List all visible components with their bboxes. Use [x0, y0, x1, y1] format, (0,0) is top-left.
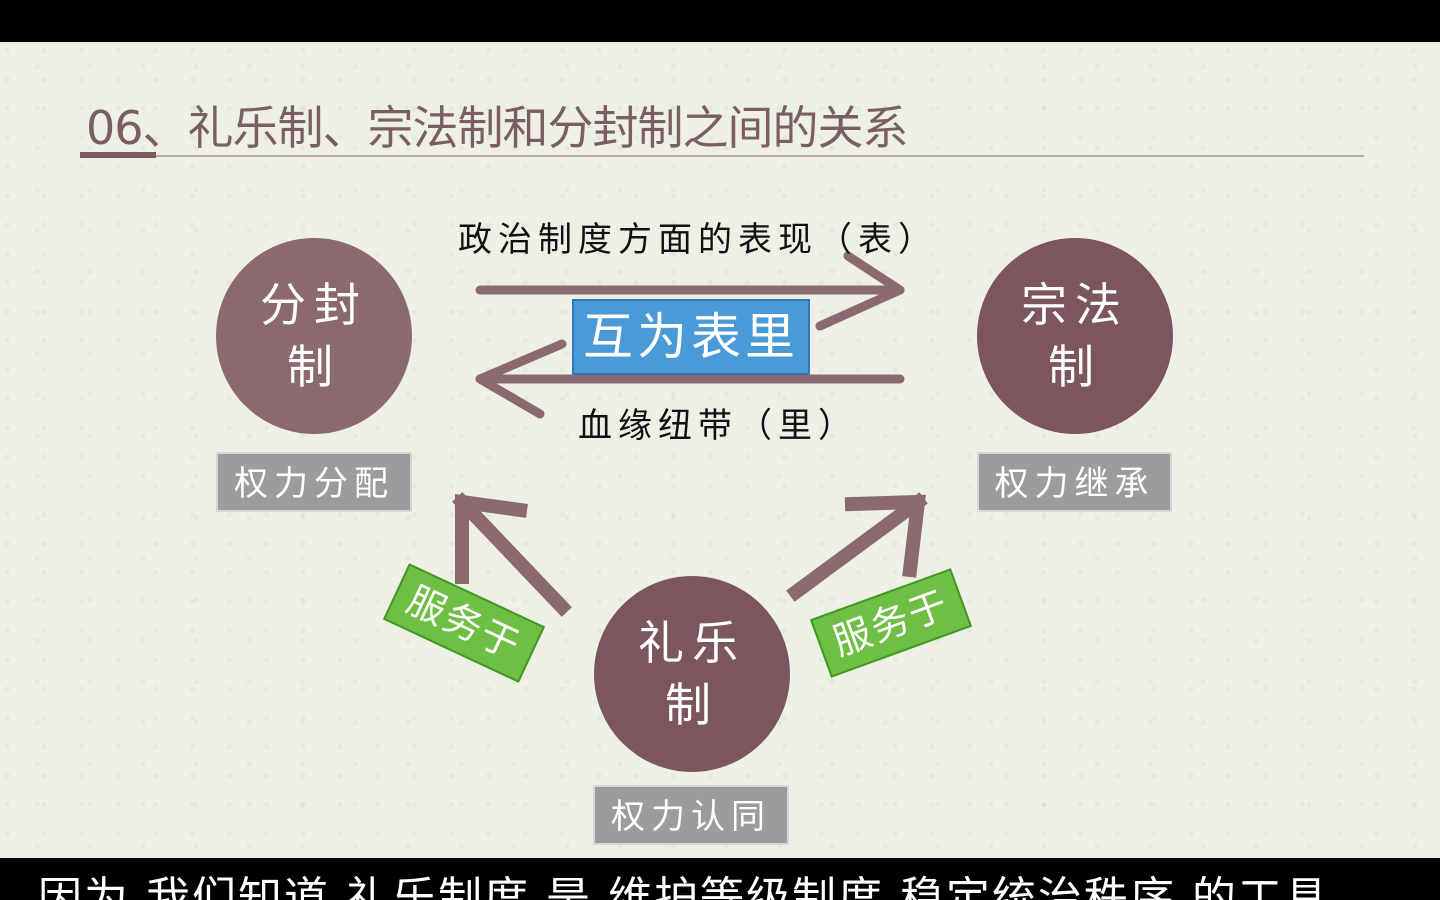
tag-power-recognition: 权力认同 — [593, 785, 789, 845]
arrow-right-top — [475, 251, 905, 331]
top-arrow-label: 政治制度方面的表现（表） — [458, 220, 938, 260]
top-black-bar — [0, 0, 1440, 42]
node-fenfeng-text: 分封制 — [260, 278, 368, 394]
arrow-left-bottom — [475, 339, 905, 419]
slide: 06、礼乐制、宗法制和分封制之间的关系 政治制度方面的表现（表） 互为表里 血缘… — [0, 42, 1440, 858]
arrows-layer — [452, 251, 928, 617]
video-subtitle-bar: 因为 我们知道 礼乐制度 是 维护等级制度 稳定统治秩序 的工具 — [0, 858, 1440, 900]
node-zongfa: 宗法制 — [977, 238, 1173, 434]
bottom-arrow-label: 血缘纽带（里） — [578, 406, 858, 446]
node-zongfa-text: 宗法制 — [1021, 278, 1129, 394]
node-liyue-text: 礼乐制 — [638, 616, 746, 732]
title-accent-bar — [80, 152, 156, 158]
tag-power-distribution: 权力分配 — [216, 452, 412, 512]
slide-title: 06、礼乐制、宗法制和分封制之间的关系 — [86, 101, 909, 155]
center-label-box: 互为表里 — [572, 299, 810, 375]
subtitle-text: 因为 我们知道 礼乐制度 是 维护等级制度 稳定统治秩序 的工具 — [38, 873, 1330, 900]
node-liyue: 礼乐制 — [594, 576, 790, 772]
title-underline — [80, 155, 1364, 157]
node-fenfeng: 分封制 — [216, 238, 412, 434]
arrow-to-zongfa — [786, 492, 928, 602]
tag-power-inheritance: 权力继承 — [977, 452, 1172, 512]
arrow-to-fenfeng — [452, 492, 572, 617]
